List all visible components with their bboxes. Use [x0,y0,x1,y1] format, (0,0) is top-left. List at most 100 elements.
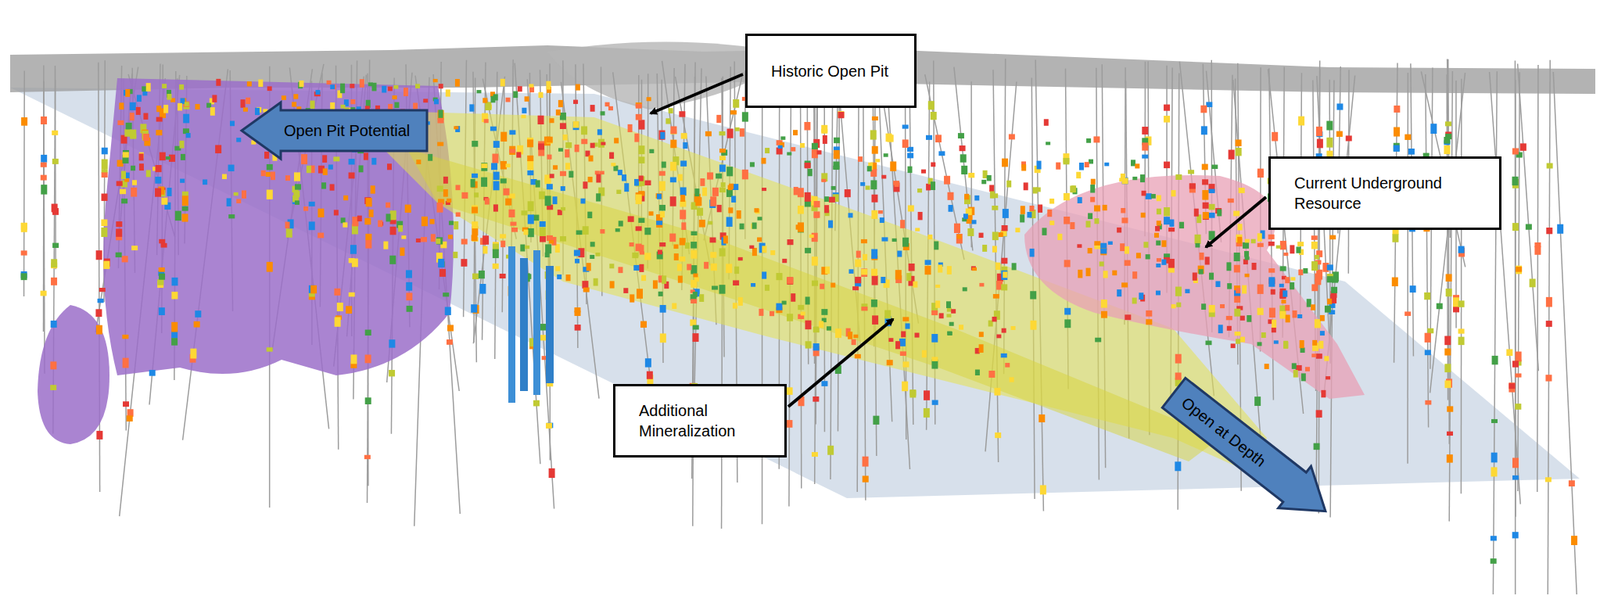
assay-interval [888,337,894,342]
assay-interval [1023,182,1029,191]
assay-interval [657,249,663,255]
assay-interval [1141,126,1148,135]
assay-interval [1086,220,1091,227]
assay-interval [1145,319,1152,325]
assay-interval [1445,273,1453,282]
assay-interval [566,274,571,281]
assay-interval [1393,127,1400,137]
assay-interval [52,208,59,216]
assay-interval [623,287,628,294]
assay-interval [1124,260,1131,266]
assay-interval [1271,327,1277,333]
assay-interval [453,125,459,130]
assay-interval [1534,246,1541,255]
assay-interval [1064,308,1071,316]
assay-interval [1002,271,1008,278]
assay-interval [1546,227,1553,234]
assay-interval [202,179,208,185]
assay-interval [161,197,168,205]
assay-interval [500,240,506,248]
assay-interval [1310,304,1316,311]
assay-interval [668,107,674,114]
assay-interval [613,137,619,144]
assay-interval [527,139,534,148]
assay-interval [460,258,467,267]
assay-interval [1458,246,1465,254]
assay-interval [50,384,57,391]
assay-interval [540,334,547,341]
assay-interval [1088,159,1094,165]
assay-interval [914,227,920,231]
assay-interval [805,340,812,348]
assay-interval [511,227,518,233]
assay-interval [871,116,879,121]
assay-interval [770,250,775,255]
assay-interval [811,280,818,287]
assay-interval [299,80,305,87]
assay-interval [852,286,859,291]
assay-interval [1446,431,1453,436]
assay-interval [321,182,327,189]
drill-holes [24,58,1578,595]
assay-interval [452,251,458,259]
assay-interval [236,137,241,142]
assay-interval [505,198,512,206]
assay-interval [634,133,639,143]
assay-interval [308,201,316,207]
assay-interval [493,140,500,148]
assay-interval [790,147,796,151]
assay-interval [1280,299,1286,304]
assay-interval [931,310,938,316]
assay-interval [925,183,931,191]
assay-interval [659,171,666,176]
assay-interval [1093,136,1100,143]
assay-interval [1424,400,1432,406]
assay-interval [330,183,335,191]
assay-interval [880,276,886,284]
assay-interval [660,132,665,140]
assay-interval [678,111,686,117]
assay-interval [635,226,643,231]
assay-interval [902,316,909,322]
assay-interval [862,456,869,467]
assay-interval [1512,222,1519,231]
assay-interval [1163,161,1170,169]
assay-interval [1257,284,1264,295]
assay-interval [131,245,138,251]
assay-interval [854,276,861,284]
assay-interval [1289,282,1295,290]
assay-interval [548,240,554,244]
assay-interval [1020,205,1026,215]
assay-interval [797,205,804,215]
drill-hole [1492,71,1497,595]
assay-interval [1021,164,1027,171]
assay-interval [640,321,647,328]
assay-interval [1571,535,1578,546]
assay-interval [848,212,854,218]
assay-interval [394,102,399,109]
assay-interval [1318,340,1324,349]
assay-interval [500,132,507,142]
assay-interval [52,243,59,248]
assay-interval [661,161,667,169]
assay-interval [710,196,717,206]
assay-interval [1047,209,1052,217]
assay-interval [811,143,818,150]
assay-interval [814,213,819,219]
assay-interval [1515,266,1522,273]
assay-interval [581,280,589,289]
assay-interval [905,322,911,329]
assay-interval [1244,256,1250,260]
assay-interval [365,330,372,336]
assay-interval [627,215,635,222]
assay-interval [1094,204,1101,212]
assay-interval [827,445,834,456]
assay-interval [1208,204,1216,211]
assay-interval [1087,212,1093,219]
assay-interval [797,187,804,198]
assay-interval [1001,225,1009,231]
assay-interval [492,249,499,259]
assay-interval [1320,390,1326,398]
assay-interval [695,197,702,206]
assay-interval [471,234,478,241]
